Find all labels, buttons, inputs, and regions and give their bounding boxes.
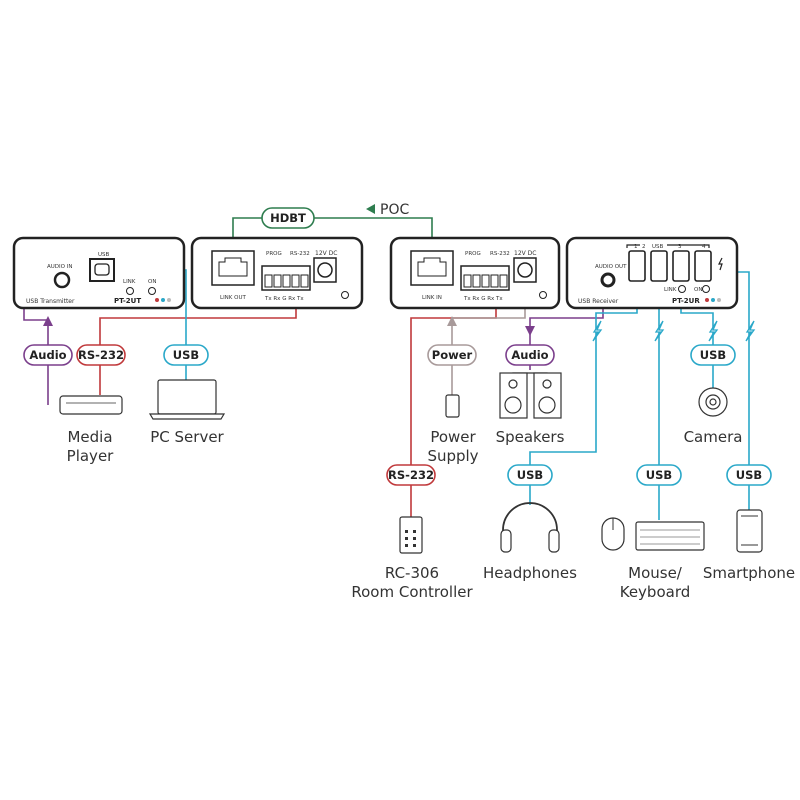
svg-text:Power: Power <box>432 348 473 362</box>
receiver-rear-panel: LINK IN PROG RS-232 Tx Rx G Rx Tx 12V DC <box>389 236 561 310</box>
svg-text:12V DC: 12V DC <box>315 250 337 257</box>
headphones-caption: Headphones <box>483 564 577 582</box>
usb-port-4 <box>694 250 712 282</box>
device-name: USB Transmitter <box>26 298 75 305</box>
room-controller-caption: RC-306 <box>385 564 439 582</box>
svg-text:3: 3 <box>678 244 682 250</box>
svg-text:Player: Player <box>67 447 115 465</box>
usb-port-2-number: 2 <box>642 244 646 250</box>
usb-pill-left: USB <box>163 344 209 366</box>
svg-text:Tx Rx G Rx Tx: Tx Rx G Rx Tx <box>463 296 503 302</box>
usb-port-3 <box>672 250 690 282</box>
svg-text:Audio: Audio <box>29 348 66 362</box>
svg-text:1: 1 <box>634 244 638 250</box>
svg-text:USB: USB <box>736 468 762 482</box>
link-out-label: LINK OUT <box>220 295 247 301</box>
poc-label: POC <box>366 202 409 218</box>
device-name: USB Receiver <box>578 298 619 305</box>
svg-text:Supply: Supply <box>427 447 478 465</box>
usb-pill-smartphone: USB <box>726 464 772 486</box>
wireless-bolt-icon <box>745 320 755 342</box>
svg-text:PROG: PROG <box>465 251 481 257</box>
link-led-label: LINK <box>123 279 136 285</box>
audio-pill-left: Audio <box>23 344 73 366</box>
audio-in-label: AUDIO IN <box>47 264 72 270</box>
usb-port-2 <box>650 250 668 282</box>
device-captions: Media Player PC Server Power Supply Spea… <box>67 428 796 601</box>
on-led-label: ON <box>148 279 156 285</box>
svg-text:HDBT: HDBT <box>270 211 306 225</box>
audio-in-jack <box>53 271 71 289</box>
transmitter-rear-panel: LINK OUT PROG RS-232 Tx Rx G Rx Tx 12V D… <box>190 236 364 310</box>
power-pill: Power <box>427 344 477 366</box>
svg-text:USB: USB <box>646 468 672 482</box>
svg-text:ON: ON <box>694 287 702 293</box>
usb-pill-keyboard: USB <box>636 464 682 486</box>
svg-text:Room Controller: Room Controller <box>351 583 473 601</box>
laptop-icon <box>148 379 226 420</box>
svg-text:LINK: LINK <box>664 287 677 293</box>
svg-text:4: 4 <box>702 244 706 250</box>
audio-arrow-left <box>43 316 53 326</box>
connection-labels: HDBT POC Audio RS-232 USB Power Audio US… <box>23 202 772 486</box>
svg-text:USB: USB <box>700 348 726 362</box>
mouse-icon <box>601 517 625 551</box>
power-supply-icon <box>445 394 460 418</box>
camera-caption: Camera <box>684 428 743 446</box>
svg-text:USB: USB <box>173 348 199 362</box>
audio-out-jack <box>600 272 616 288</box>
ground-icon <box>539 291 547 299</box>
charging-bolt-icon <box>718 257 723 271</box>
power-arrow <box>447 316 457 326</box>
headphones-icon <box>500 502 560 553</box>
transmitter-front-panel: AUDIO IN USB LINK ON USB Transmitter PT-… <box>12 236 186 310</box>
pc-server-caption: PC Server <box>150 428 224 446</box>
link-in-rj45-port <box>410 250 454 286</box>
usb-pill-headphones: USB <box>507 464 553 486</box>
usb-port-1 <box>628 250 646 282</box>
svg-text:Tx Rx G Rx Tx: Tx Rx G Rx Tx <box>264 296 304 302</box>
link-in-label: LINK IN <box>422 295 442 301</box>
usb-b-port <box>89 258 115 282</box>
audio-arrow-right <box>525 326 535 336</box>
model-label: PT-2UT <box>114 297 141 305</box>
mouse-keyboard-caption: Mouse/ <box>628 564 683 582</box>
svg-text:RS-232: RS-232 <box>290 251 310 257</box>
speakers-caption: Speakers <box>496 428 565 446</box>
svg-text:RS-232: RS-232 <box>490 251 510 257</box>
receiver-front-panel: AUDIO OUT 2 USB 1 3 4 LINK ON USB Receiv… <box>565 236 739 310</box>
rs232-pill-right: RS-232 <box>386 464 436 486</box>
speakers-icon <box>499 372 562 419</box>
usb-pill-camera: USB <box>690 344 736 366</box>
svg-text:POC: POC <box>380 202 409 218</box>
svg-text:PROG: PROG <box>266 251 282 257</box>
link-out-rj45-port <box>211 250 255 286</box>
smartphone-icon <box>736 509 763 553</box>
svg-text:Keyboard: Keyboard <box>620 583 691 601</box>
keyboard-icon <box>635 521 705 551</box>
media-player-icon <box>59 395 123 415</box>
svg-text:RS-232: RS-232 <box>388 468 434 482</box>
audio-out-label: AUDIO OUT <box>595 264 627 270</box>
room-controller-icon <box>399 516 423 554</box>
svg-text:USB: USB <box>517 468 543 482</box>
power-supply-caption: Power <box>430 428 476 446</box>
audio-pill-right: Audio <box>505 344 555 366</box>
wireless-bolt-icon <box>592 320 602 342</box>
svg-text:12V DC: 12V DC <box>514 250 536 257</box>
smartphone-caption: Smartphone <box>703 564 795 582</box>
ground-icon <box>341 291 349 299</box>
rs232-pill-left: RS-232 <box>76 344 126 366</box>
usb-label: USB <box>98 252 110 258</box>
model-label: PT-2UR <box>672 297 700 305</box>
camera-icon <box>698 387 728 417</box>
svg-text:RS-232: RS-232 <box>78 348 124 362</box>
svg-text:USB: USB <box>652 244 664 250</box>
hdbt-pill: HDBT <box>261 207 315 229</box>
media-player-caption: Media <box>67 428 112 446</box>
svg-text:Audio: Audio <box>511 348 548 362</box>
